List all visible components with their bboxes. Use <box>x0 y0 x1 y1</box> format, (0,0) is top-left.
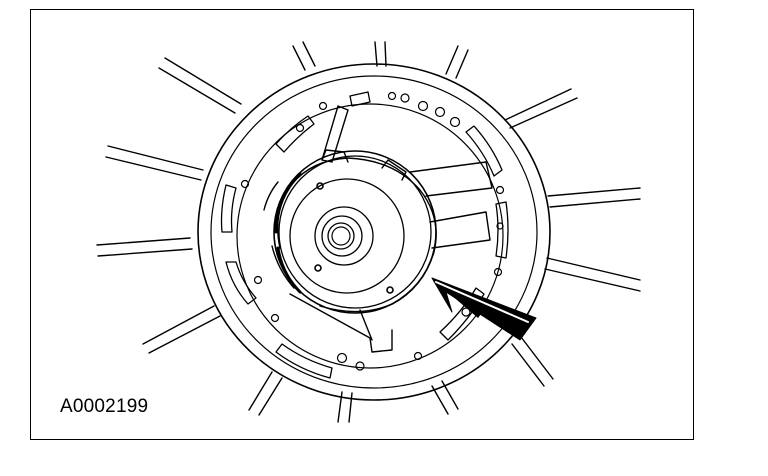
inner-channels <box>263 105 493 353</box>
center-hub <box>273 149 437 314</box>
arrow-icon <box>431 277 537 341</box>
plate-holes <box>240 91 505 371</box>
figure-id-label: A0002199 <box>60 396 149 417</box>
plate-slots <box>220 91 509 379</box>
radial-spokes <box>96 41 641 423</box>
outer-plate <box>197 63 551 401</box>
